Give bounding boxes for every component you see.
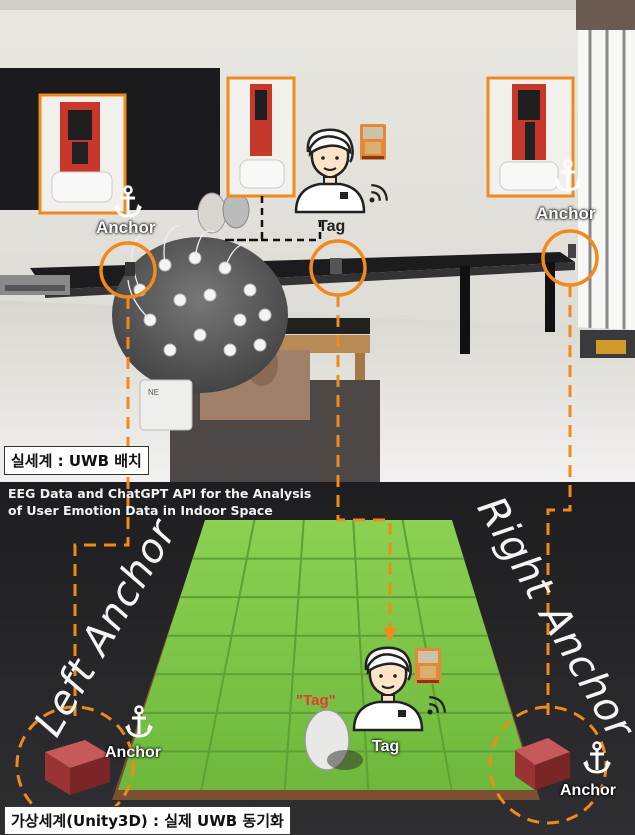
uwb-module-inset-left bbox=[40, 95, 125, 213]
subtitle: EEG Data and ChatGPT API for the Analysi… bbox=[8, 485, 311, 519]
tag-label-top: Tag bbox=[318, 218, 345, 236]
real-world-photo: NE bbox=[0, 0, 635, 482]
uwb-module-inset-right bbox=[488, 78, 573, 196]
virtual-world-caption: 가상세계(Unity3D) : 실제 UWB 동기화 bbox=[4, 806, 291, 835]
anchor-label-bottom-right: Anchor bbox=[560, 782, 616, 800]
uwb-module-inset-center bbox=[228, 78, 294, 196]
subtitle-line-2: of User Emotion Data in Indoor Space bbox=[8, 502, 311, 519]
svg-text:NE: NE bbox=[148, 388, 159, 397]
uwb-module-icon bbox=[360, 124, 386, 160]
real-world-caption: 실세계 : UWB 배치 bbox=[4, 446, 149, 475]
tag-label-bottom: Tag bbox=[372, 738, 399, 756]
anchor-label-top-left: Anchor bbox=[96, 218, 156, 238]
tag-quoted-label: "Tag" bbox=[296, 692, 336, 709]
anchor-label-top-right: Anchor bbox=[536, 204, 596, 224]
subtitle-line-1: EEG Data and ChatGPT API for the Analysi… bbox=[8, 485, 311, 502]
uwb-module-icon bbox=[415, 648, 441, 684]
anchor-label-bottom-left: Anchor bbox=[105, 744, 161, 762]
